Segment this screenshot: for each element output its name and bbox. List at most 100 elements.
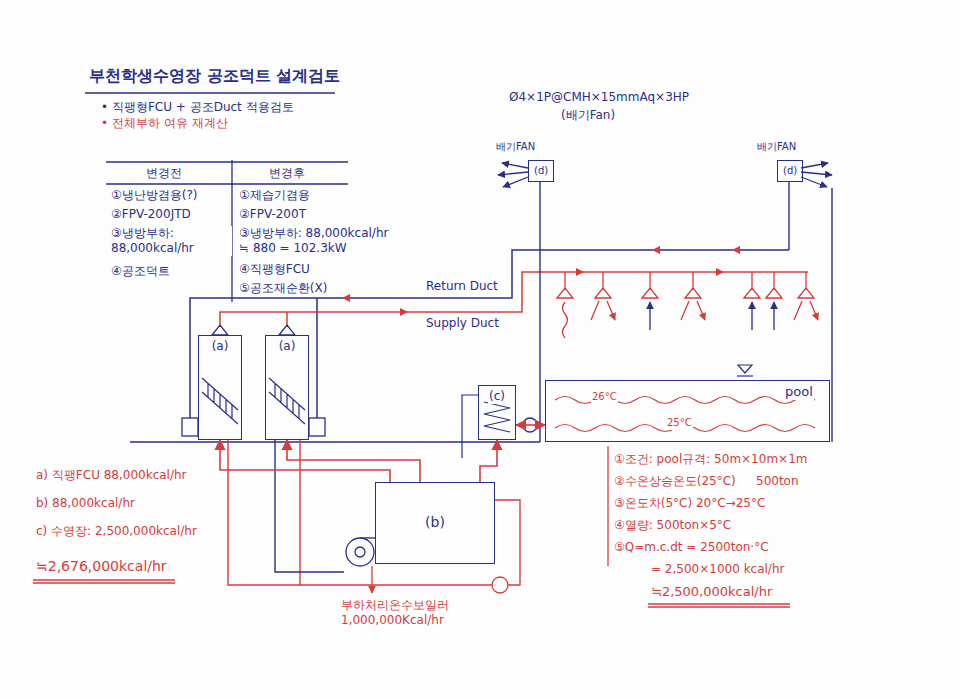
supply-duct bbox=[220, 272, 808, 325]
text-slot: 배기FAN bbox=[756, 141, 797, 154]
return-duct bbox=[190, 250, 789, 418]
fcu-unit: (a) bbox=[265, 335, 309, 440]
note-text: b) 88,000kcal/hr bbox=[35, 496, 136, 511]
note-text: ②수온상승온도(25°C) bbox=[613, 474, 737, 489]
node-label: (a) bbox=[211, 339, 230, 354]
title-underline bbox=[85, 92, 335, 94]
label-slot: • 전체부하 여유 재계산 bbox=[100, 116, 229, 131]
fan-heading: 배기FAN bbox=[756, 141, 797, 154]
pipe-connector bbox=[480, 440, 497, 482]
supply-duct bbox=[286, 312, 288, 325]
exhaust-fan: 배기FAN(d) bbox=[528, 160, 554, 182]
note-text: ②FPV-200JTD bbox=[110, 207, 192, 222]
note-text: ②FPV-200T bbox=[238, 207, 307, 222]
label-slot: ≒2,676,000kcal/hr bbox=[35, 558, 168, 576]
text-slot: (c) bbox=[488, 389, 506, 404]
diffuser bbox=[591, 301, 615, 320]
label-slot: ①냉난방겸용(?) bbox=[110, 188, 199, 203]
note-text: c) 수영장: 2,500,000kcal/hr bbox=[35, 524, 198, 539]
note-text: ①조건: pool규격: 50m×10m×1m bbox=[613, 452, 808, 467]
blower-symbol bbox=[360, 537, 375, 538]
note-text: ③냉방부하: 88,000kcal/hr ≒ 880 = 102.3kW bbox=[238, 226, 400, 256]
page-title: 부천학생수영장 공조덕트 설계검토 bbox=[88, 66, 341, 86]
blower-symbol bbox=[346, 538, 375, 566]
coil bbox=[202, 378, 305, 424]
note-text: 500ton bbox=[755, 474, 800, 489]
return-grille-arrow bbox=[751, 302, 752, 330]
flow-arrow bbox=[400, 308, 408, 316]
text-slot: pool bbox=[784, 384, 814, 400]
diffuser bbox=[557, 272, 814, 298]
title-underline bbox=[85, 92, 335, 94]
flow-arrow bbox=[652, 246, 660, 254]
note-text: ④공조덕트 bbox=[110, 264, 171, 279]
label-slot: 부하처리온수보일러 1,000,000Kcal/hr bbox=[340, 598, 492, 628]
note-text: = 2,500×1000 kcal/hr bbox=[650, 562, 785, 577]
node-label: (b) bbox=[424, 514, 446, 532]
note-text: ③냉방부하: 88,000kcal/hr bbox=[110, 226, 232, 256]
note-text: ④열량: 500ton×5°C bbox=[613, 518, 732, 533]
water-level-symbol bbox=[738, 365, 752, 373]
label-slot: 500ton bbox=[755, 474, 800, 489]
flow-arrow bbox=[716, 268, 724, 276]
label-slot: ≒2,500,000kcal/hr bbox=[650, 584, 773, 600]
water-level-symbol bbox=[737, 375, 753, 376]
return-grille-arrow bbox=[650, 302, 774, 330]
exhaust-arrow bbox=[801, 177, 827, 187]
label-slot: Supply Duct bbox=[425, 316, 500, 331]
label-slot: ③냉방부하: 88,000kcal/hr bbox=[110, 226, 232, 256]
leader-line bbox=[372, 446, 608, 593]
note-text: ⑤Q=m.c.dt = 2500ton·°C bbox=[613, 540, 770, 555]
pipe-connector bbox=[220, 440, 390, 482]
diffuser bbox=[794, 301, 818, 320]
flow-arrow bbox=[576, 268, 584, 276]
label-slot: Ø4×1P@CMH×15mmAq×3HP bbox=[508, 90, 690, 105]
coil bbox=[202, 378, 238, 424]
heat-exchanger-plate bbox=[462, 395, 478, 458]
leader-line bbox=[607, 446, 608, 566]
node-label: (d) bbox=[782, 165, 798, 178]
text-slot: (d) bbox=[533, 165, 549, 178]
ahu-unit-detail bbox=[182, 325, 325, 436]
node-label: (a) bbox=[278, 339, 297, 354]
heat-exchanger: (c) bbox=[478, 385, 516, 440]
fan-heading: 배기FAN bbox=[495, 141, 536, 154]
label-slot: ①제습기겸용 bbox=[238, 188, 311, 203]
node-label: 26°C bbox=[591, 391, 618, 404]
ahu-unit-detail bbox=[182, 418, 198, 436]
diffuser bbox=[681, 301, 705, 320]
exhaust-arrow bbox=[498, 163, 832, 187]
pump-symbol bbox=[492, 577, 508, 593]
note-text: a) 직팽FCU 88,000kcal/hr bbox=[35, 468, 188, 483]
note-text: ⑤공조재순환(X) bbox=[238, 281, 328, 296]
supply-duct bbox=[220, 272, 808, 325]
note-text: Ø4×1P@CMH×15mmAq×3HP bbox=[508, 90, 690, 105]
note-text: ①제습기겸용 bbox=[238, 188, 311, 203]
label-slot: ⑤공조재순환(X) bbox=[238, 281, 328, 296]
return-grille-arrow bbox=[773, 302, 774, 330]
exhaust-fan: 배기FAN(d) bbox=[777, 160, 803, 182]
room-wall bbox=[130, 182, 832, 442]
heat-exchanger-plate bbox=[462, 395, 510, 458]
label-slot: ④열량: 500ton×5°C bbox=[613, 518, 732, 533]
label-slot: ②수온상승온도(25°C) bbox=[613, 474, 737, 489]
blower-symbol bbox=[346, 538, 374, 566]
exhaust-arrow bbox=[498, 172, 528, 175]
ahu-unit-detail bbox=[212, 325, 295, 335]
label-slot: Return Duct bbox=[425, 279, 499, 294]
label-slot: b) 88,000kcal/hr bbox=[35, 496, 136, 511]
label-slot: a) 직팽FCU 88,000kcal/hr bbox=[35, 468, 188, 483]
label-slot: = 2,500×1000 kcal/hr bbox=[650, 562, 785, 577]
note-text: ≒2,676,000kcal/hr bbox=[35, 558, 168, 576]
label-slot: 변경전 bbox=[145, 166, 183, 181]
water-level-symbol bbox=[737, 365, 753, 376]
label-slot: c) 수영장: 2,500,000kcal/hr bbox=[35, 524, 198, 539]
label-slot: ③냉방부하: 88,000kcal/hr ≒ 880 = 102.3kW bbox=[238, 226, 400, 256]
title-slot: 부천학생수영장 공조덕트 설계검토 bbox=[88, 66, 341, 86]
boiler-unit: (b) bbox=[375, 482, 495, 564]
diffuser bbox=[557, 272, 818, 338]
return-grille-arrow bbox=[649, 302, 650, 330]
pool-basin: pool26°C25°C bbox=[545, 380, 830, 442]
label-slot: ⑤Q=m.c.dt = 2500ton·°C bbox=[613, 540, 770, 555]
